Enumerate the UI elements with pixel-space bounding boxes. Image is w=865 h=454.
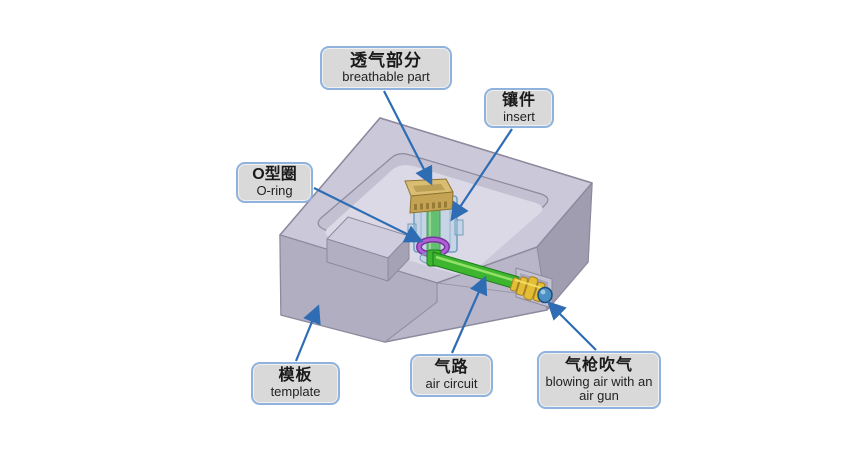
label-insert-zh: 镶件 — [501, 91, 536, 109]
label-air-circuit-en: air circuit — [425, 376, 478, 392]
insert-sleeve-tab-right — [454, 219, 464, 236]
label-air-gun-en: blowing air with an air gun — [545, 374, 653, 403]
label-air-gun-blowing: 气枪吹气 blowing air with an air gun — [537, 351, 661, 409]
label-breathable-part-zh: 透气部分 — [350, 51, 422, 71]
leader-lines — [294, 90, 597, 362]
label-template: 模板 template — [251, 362, 340, 405]
label-o-ring: O型圈 O-ring — [236, 162, 313, 203]
island-side-face — [387, 235, 410, 282]
label-template-en: template — [270, 384, 321, 400]
label-o-ring-en: O-ring — [256, 183, 293, 199]
breathable-cap-vents — [414, 201, 447, 210]
label-breathable-part-en: breathable part — [342, 69, 430, 85]
leader-air-circuit — [450, 275, 488, 354]
leader-o-ring — [313, 187, 424, 243]
label-air-circuit-zh: 气路 — [434, 359, 469, 377]
pipe-horizontal-highlight — [435, 255, 517, 283]
label-air-gun-zh: 气枪吹气 — [564, 357, 633, 375]
leader-insert — [450, 128, 513, 222]
label-air-circuit: 气路 air circuit — [410, 354, 493, 397]
label-o-ring-zh: O型圈 — [252, 166, 297, 184]
air-gun-blue-tip-highlight — [540, 289, 546, 295]
leader-air-gun — [547, 301, 597, 351]
label-breathable-part: 透气部分 breathable part — [320, 46, 452, 90]
air-gun-blue-tip — [537, 286, 553, 304]
label-template-zh: 模板 — [278, 367, 313, 385]
leader-breathable-part — [383, 90, 433, 186]
label-insert-en: insert — [503, 108, 535, 124]
air-circuit-assembly — [404, 178, 553, 304]
label-insert: 镶件 insert — [484, 88, 554, 128]
leader-template — [294, 304, 321, 362]
breathable-cap-inset — [413, 184, 445, 192]
